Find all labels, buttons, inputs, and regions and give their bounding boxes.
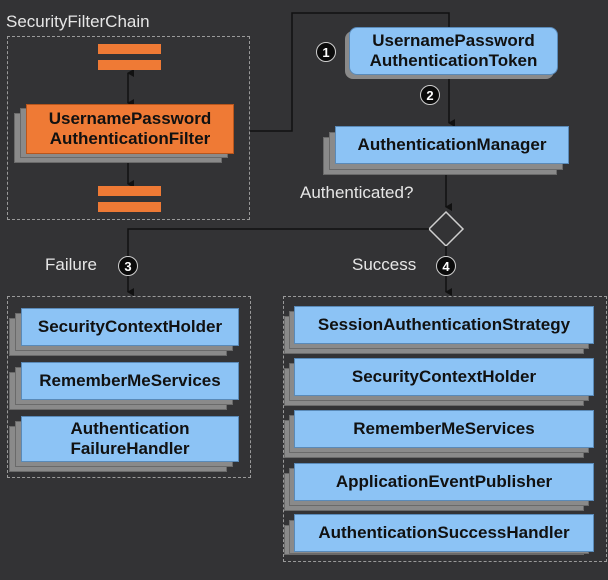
failure-label: Failure	[45, 255, 97, 274]
authentication-manager: AuthenticationManager	[335, 126, 569, 164]
step-3-badge: 3	[118, 256, 138, 276]
step-1-badge: 1	[316, 42, 336, 62]
username-password-authentication-token: UsernamePassword AuthenticationToken	[349, 27, 558, 75]
filter-bar-bottom-2	[98, 202, 161, 212]
decision-diamond	[427, 210, 465, 248]
failure-security-context-holder: SecurityContextHolder	[21, 308, 239, 346]
authentication-success-handler: AuthenticationSuccessHandler	[294, 514, 594, 552]
application-event-publisher: ApplicationEventPublisher	[294, 463, 594, 501]
success-label: Success	[352, 255, 417, 274]
failure-remember-me-services: RememberMeServices	[21, 362, 239, 400]
success-remember-me-services: RememberMeServices	[294, 410, 594, 448]
failure-group	[7, 296, 251, 478]
filter-bar-top-2	[98, 60, 161, 70]
security-filter-chain-group	[7, 36, 250, 220]
success-security-context-holder: SecurityContextHolder	[294, 358, 594, 396]
filter-to-token-line	[250, 12, 450, 132]
success-group	[283, 296, 607, 562]
security-filter-chain-label: SecurityFilterChain	[6, 12, 150, 31]
username-password-authentication-filter: UsernamePassword AuthenticationFilter	[26, 104, 234, 154]
step-2-badge: 2	[420, 85, 440, 105]
step-4-badge: 4	[436, 256, 456, 276]
session-authentication-strategy: SessionAuthenticationStrategy	[294, 306, 594, 344]
authentication-failure-handler: Authentication FailureHandler	[21, 416, 239, 462]
filter-bar-top-1	[98, 44, 161, 54]
filter-bar-bottom-1	[98, 186, 161, 196]
authenticated-question-label: Authenticated?	[300, 183, 414, 202]
